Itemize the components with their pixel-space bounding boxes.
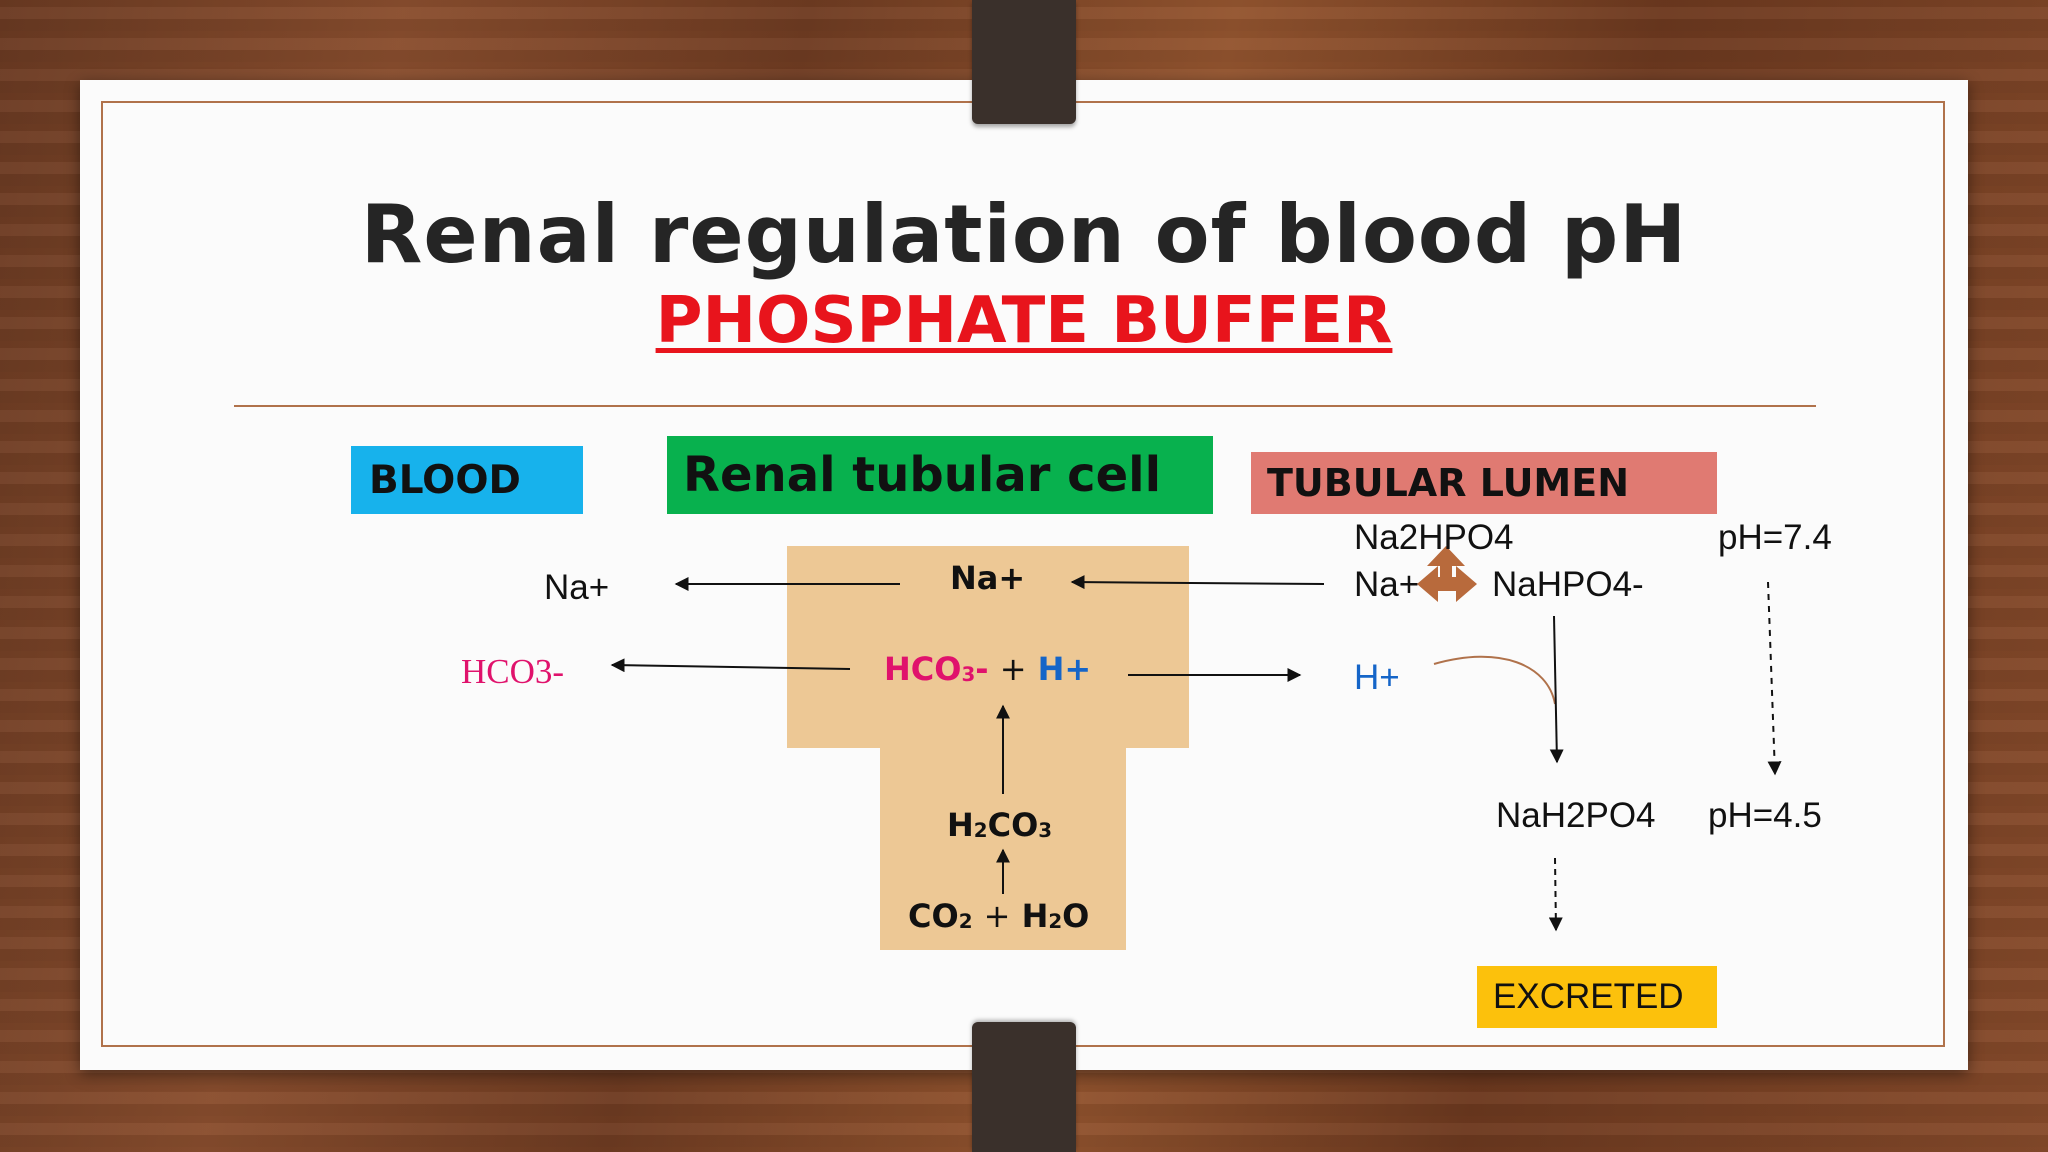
cell-bicarbonate-proton: HCO3- + H+	[884, 650, 1091, 688]
binder-clip-top	[972, 0, 1076, 124]
monohydrogen-phosphate: NaHPO4-	[1492, 565, 1644, 604]
slide-subtitle: PHOSPHATE BUFFER	[0, 284, 2048, 358]
cell-plus-1: +	[999, 650, 1027, 688]
blood-sodium: Na+	[544, 568, 610, 607]
carbon-dioxide: CO2	[908, 897, 973, 935]
lumen-proton: H+	[1354, 658, 1400, 697]
carbonic-acid: H2CO3	[947, 806, 1053, 844]
co2-water: CO2 + H2O	[908, 897, 1089, 935]
tubular-lumen-label: TUBULAR LUMEN	[1251, 452, 1717, 514]
binder-clip-bottom	[972, 1022, 1076, 1152]
ph-final: pH=4.5	[1708, 796, 1822, 835]
blood-bicarbonate: HCO3-	[461, 652, 565, 691]
dissociation-arrows-icon	[1417, 546, 1477, 602]
water: H2O	[1021, 897, 1090, 935]
cell-body-top	[787, 546, 1189, 748]
disodium-phosphate: Na2HPO4	[1354, 518, 1514, 557]
arrow-lumen-na-to-cell	[1070, 575, 1325, 590]
cell-bicarbonate: HCO3-	[884, 650, 989, 688]
arrow-hco3-to-blood	[610, 658, 851, 673]
cell-sodium: Na+	[950, 559, 1026, 597]
title-divider	[234, 405, 1816, 407]
excreted-label: EXCRETED	[1477, 966, 1717, 1028]
arrow-nahpo4-to-nah2po4	[1549, 615, 1564, 764]
dihydrogen-phosphate: NaH2PO4	[1496, 796, 1656, 835]
arrow-nah2po4-to-excreted	[1548, 857, 1563, 932]
renal-cell-label: Renal tubular cell	[667, 436, 1213, 514]
subtitle-text: PHOSPHATE BUFFER	[655, 284, 1393, 358]
ph-initial: pH=7.4	[1718, 518, 1832, 557]
curve-h-joins-phosphate	[1433, 655, 1556, 705]
slide-title: Renal regulation of blood pH	[360, 188, 1688, 281]
cell-plus-2: +	[983, 897, 1011, 935]
cell-proton: H+	[1037, 650, 1092, 688]
arrow-ph-change	[1767, 581, 1782, 776]
lumen-sodium: Na+	[1354, 565, 1420, 604]
blood-label: BLOOD	[351, 446, 583, 514]
